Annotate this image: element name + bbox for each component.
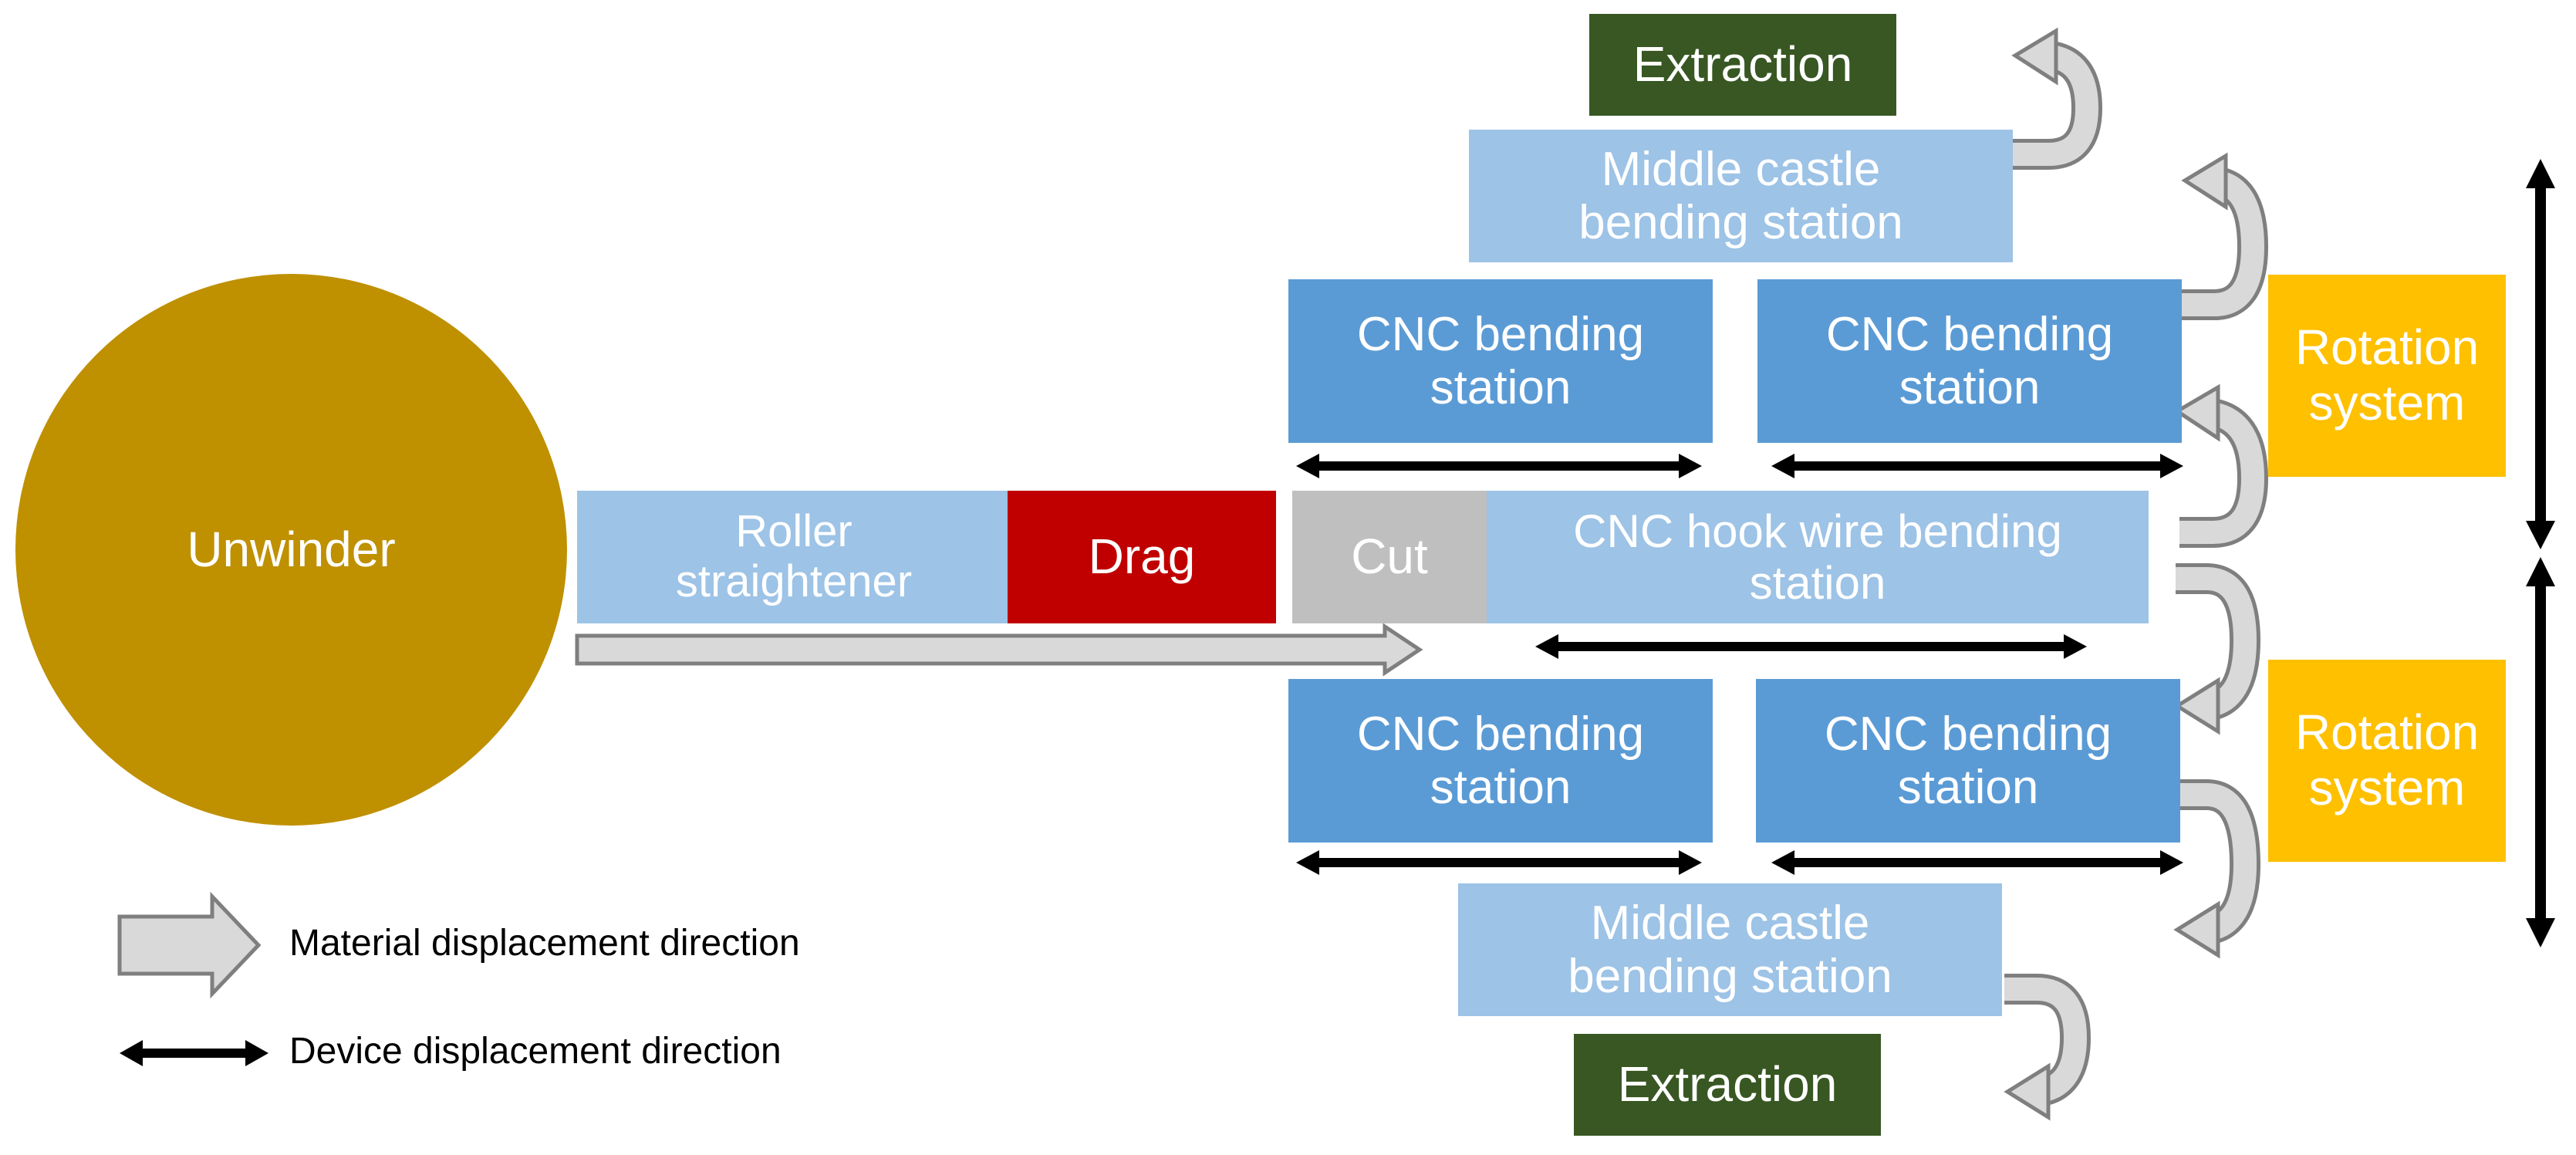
legend-device-arrow-icon xyxy=(120,1040,268,1066)
rotation-system-top-node: Rotation system xyxy=(2268,275,2506,477)
roller-straightener-node: Roller straightener xyxy=(577,491,1011,623)
device-arrow-rotation-top xyxy=(2526,159,2555,549)
extraction-top-label: Extraction xyxy=(1632,36,1853,93)
cnc-bending-station-top-right-node: CNC bending station xyxy=(1757,279,2182,443)
legend-device-label: Device displacement direction xyxy=(289,1031,782,1072)
arrowhead-middle-bottom xyxy=(2173,900,2220,959)
arrowhead-extraction-top xyxy=(2011,27,2058,86)
device-arrow-rotation-bottom xyxy=(2526,557,2555,947)
device-arrow-bottom-left xyxy=(1296,850,1702,875)
transfer-arrows xyxy=(2004,40,2269,1107)
middle-castle-bending-station-top-node: Middle castle bending station xyxy=(1469,130,2013,262)
cnc-bending-station-top-left-node: CNC bending station xyxy=(1288,279,1713,443)
middle-castle-bending-station-top-label: Middle castle bending station xyxy=(1578,142,1903,249)
cnc-bending-station-bottom-right-label: CNC bending station xyxy=(1824,707,2112,814)
middle-castle-bending-station-bottom-label: Middle castle bending station xyxy=(1568,896,1892,1003)
extraction-top-node: Extraction xyxy=(1589,14,1896,116)
legend-material-arrow-icon xyxy=(117,891,262,999)
rotation-system-top-label: Rotation system xyxy=(2294,319,2480,431)
extraction-bottom-node: Extraction xyxy=(1574,1034,1881,1136)
cut-node: Cut xyxy=(1292,491,1487,623)
unwinder-node: Unwinder xyxy=(15,274,567,826)
middle-castle-bending-station-bottom-node: Middle castle bending station xyxy=(1458,883,2002,1016)
device-arrow-top-left xyxy=(1296,454,1702,478)
cnc-bending-station-top-right-label: CNC bending station xyxy=(1825,307,2114,414)
arrowhead-extraction-bottom xyxy=(2004,1062,2051,1121)
cnc-hook-wire-bending-station-label: CNC hook wire bending station xyxy=(1573,505,2062,609)
arrowhead-cnc-bottom xyxy=(2173,677,2220,735)
cnc-bending-station-bottom-right-node: CNC bending station xyxy=(1756,679,2180,843)
legend-material-label: Material displacement direction xyxy=(289,923,800,964)
cnc-hook-wire-bending-station-node: CNC hook wire bending station xyxy=(1487,491,2149,623)
drag-node: Drag xyxy=(1008,491,1276,623)
arrowhead-cnc-top xyxy=(2173,383,2220,442)
device-arrow-top-right xyxy=(1771,454,2183,478)
cnc-bending-station-bottom-left-label: CNC bending station xyxy=(1356,707,1645,814)
device-arrow-hook xyxy=(1535,634,2087,659)
rotation-system-bottom-node: Rotation system xyxy=(2268,660,2506,862)
rotation-system-bottom-label: Rotation system xyxy=(2294,704,2480,816)
unwinder-label: Unwinder xyxy=(187,521,396,577)
transfer-arrowheads xyxy=(2004,27,2228,1121)
extraction-bottom-label: Extraction xyxy=(1617,1056,1838,1113)
device-arrow-bottom-right xyxy=(1771,850,2183,875)
material-flow-arrow xyxy=(575,623,1423,677)
cnc-bending-station-top-left-label: CNC bending station xyxy=(1356,307,1645,414)
arrowhead-middle-top xyxy=(2181,152,2228,211)
roller-straightener-label: Roller straightener xyxy=(675,506,913,606)
cnc-bending-station-bottom-left-node: CNC bending station xyxy=(1288,679,1713,843)
drag-label: Drag xyxy=(1088,529,1196,585)
cut-label: Cut xyxy=(1351,529,1428,585)
device-arrows xyxy=(1296,159,2555,947)
